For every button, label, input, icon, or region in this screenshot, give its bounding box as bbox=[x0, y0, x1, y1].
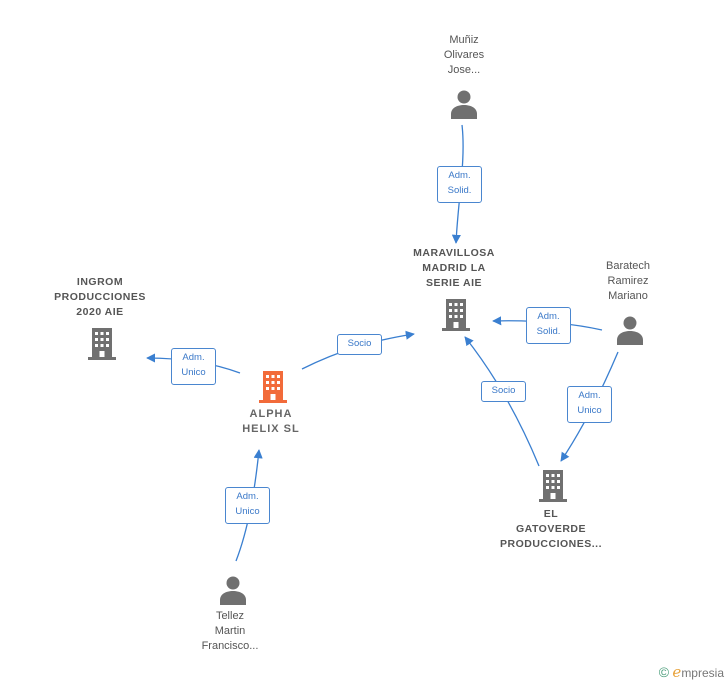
edge-label-line: Adm. bbox=[578, 390, 601, 401]
edge-label-gatoverde-maravillosa[interactable]: Socio bbox=[481, 381, 526, 402]
edge-label-line: Unico bbox=[181, 367, 206, 378]
node-label-alpha[interactable]: ALPHA HELIX SL bbox=[221, 407, 321, 437]
edge-label-line: Adm. bbox=[537, 311, 560, 322]
label-line: MARAVILLOSA bbox=[413, 247, 495, 259]
edge-label-line: Socio bbox=[491, 385, 516, 396]
edge-label-alpha-ingrom[interactable]: Adm. Unico bbox=[171, 348, 216, 385]
label-line: EL bbox=[543, 508, 559, 520]
edge-label-line: Solid. bbox=[447, 185, 472, 196]
label-line: Ramirez bbox=[607, 275, 649, 287]
edge-label-baratech-maravillosa[interactable]: Adm. Solid. bbox=[526, 307, 571, 344]
label-line: Olivares bbox=[443, 49, 485, 61]
label-line: INGROM bbox=[76, 276, 124, 288]
label-line: Francisco... bbox=[201, 640, 259, 652]
building-icon[interactable] bbox=[440, 297, 472, 333]
person-icon[interactable] bbox=[614, 314, 646, 346]
label-line: Baratech bbox=[605, 260, 651, 272]
label-line: 2020 AIE bbox=[76, 306, 124, 318]
building-icon[interactable] bbox=[537, 468, 569, 504]
brand-name: mpresia bbox=[681, 666, 724, 680]
person-icon[interactable] bbox=[448, 88, 480, 120]
edge-label-line: Socio bbox=[347, 338, 372, 349]
brand-initial: e bbox=[672, 663, 682, 681]
edge-label-line: Solid. bbox=[536, 326, 561, 337]
node-label-gatoverde[interactable]: EL GATOVERDE PRODUCCIONES... bbox=[486, 507, 616, 552]
label-line: PRODUCCIONES bbox=[54, 291, 146, 303]
node-label-munoz[interactable]: Muñiz Olivares Jose... bbox=[414, 33, 514, 78]
copyright-symbol: © bbox=[658, 664, 670, 680]
node-label-ingrom[interactable]: INGROM PRODUCCIONES 2020 AIE bbox=[40, 275, 160, 320]
edge-label-line: Adm. bbox=[182, 352, 205, 363]
node-label-baratech[interactable]: Baratech Ramirez Mariano bbox=[578, 259, 678, 304]
label-line: MADRID LA bbox=[422, 262, 486, 274]
label-line: Mariano bbox=[608, 290, 648, 302]
label-line: Tellez bbox=[215, 610, 245, 622]
label-line: HELIX SL bbox=[242, 423, 300, 435]
edge-label-munoz-maravillosa[interactable]: Adm. Solid. bbox=[437, 166, 482, 203]
empresia-logo: © empresia bbox=[659, 663, 724, 681]
edge-label-tellez-alpha[interactable]: Adm. Unico bbox=[225, 487, 270, 524]
building-icon[interactable] bbox=[257, 369, 289, 405]
label-line: GATOVERDE bbox=[515, 523, 587, 535]
node-label-maravillosa[interactable]: MARAVILLOSA MADRID LA SERIE AIE bbox=[399, 246, 509, 291]
edge-label-line: Adm. bbox=[448, 170, 471, 181]
edge-label-line: Unico bbox=[235, 506, 260, 517]
building-icon[interactable] bbox=[86, 326, 118, 362]
person-icon[interactable] bbox=[217, 574, 249, 606]
label-line: ALPHA bbox=[249, 408, 293, 420]
edge-label-line: Adm. bbox=[236, 491, 259, 502]
label-line: Muñiz bbox=[449, 34, 479, 46]
label-line: PRODUCCIONES... bbox=[499, 538, 602, 550]
label-line: Jose... bbox=[447, 64, 481, 76]
edge-label-line: Unico bbox=[577, 405, 602, 416]
edge-label-alpha-maravillosa[interactable]: Socio bbox=[337, 334, 382, 355]
node-label-tellez[interactable]: Tellez Martin Francisco... bbox=[180, 609, 280, 654]
label-line: Martin bbox=[214, 625, 246, 637]
edge-label-baratech-gatoverde[interactable]: Adm. Unico bbox=[567, 386, 612, 423]
label-line: SERIE AIE bbox=[425, 277, 483, 289]
